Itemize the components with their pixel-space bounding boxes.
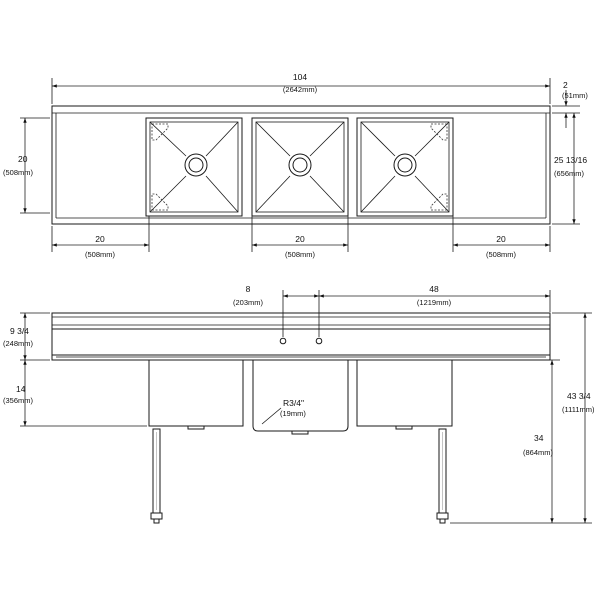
dim-overall-height-mm: (1111mm) <box>562 405 595 414</box>
dim-bowl-depth-in: 14 <box>16 384 26 394</box>
dim-bowl-depth-mm: (356mm) <box>3 396 34 405</box>
front-rim <box>51 355 551 361</box>
bowl-left-front <box>148 360 244 427</box>
faucet-hole-left <box>279 337 287 345</box>
dim-work-height-mm: (864mm) <box>523 448 554 457</box>
dim-bowl-width-in: 20 <box>295 234 305 244</box>
dim-backsplash-in: 2 <box>563 80 568 90</box>
dim-backsplash-mm: (51mm) <box>562 91 588 100</box>
front-view: 8 (203mm) 48 (1219mm) 9 3/4 (248mm) 14 (… <box>3 284 595 524</box>
dim-faucet-offset-mm: (1219mm) <box>417 298 452 307</box>
dim-right-drainboard-in: 20 <box>496 234 506 244</box>
drain-icon <box>288 153 312 177</box>
dim-right-drainboard-mm: (508mm) <box>486 250 517 259</box>
drain-icon <box>393 153 417 177</box>
sink-deck-front <box>51 328 551 356</box>
drain-outlet <box>187 425 205 430</box>
top-view-outline <box>51 105 551 225</box>
bowl-left-top <box>145 117 243 217</box>
backsplash-front <box>51 312 551 330</box>
dim-corner-radius-mm: (19mm) <box>280 409 306 418</box>
dim-overall-height-in: 43 3/4 <box>567 391 591 401</box>
bowl-middle-front <box>252 360 349 432</box>
dim-corner-radius-in: R3/4" <box>283 398 304 408</box>
faucet-hole-right <box>315 337 323 345</box>
dim-drainboard-depth-in: 20 <box>18 154 28 164</box>
dim-faucet-offset-in: 48 <box>429 284 439 294</box>
bowl-right-top <box>356 117 454 217</box>
dim-overall-length-in: 104 <box>293 72 307 82</box>
dim-left-drainboard-in: 20 <box>95 234 105 244</box>
dim-corner-radius-leader <box>261 407 282 425</box>
dim-overall-depth-in: 25 13/16 <box>554 155 587 165</box>
drain-icon <box>184 153 208 177</box>
top-view: 104 (2642mm) 2 (51mm) 25 13/16 (656mm) 2… <box>3 72 588 259</box>
dim-overall-depth-mm: (656mm) <box>554 169 585 178</box>
dim-splash-height-mm: (248mm) <box>3 339 34 348</box>
dim-faucet-spacing-in: 8 <box>246 284 251 294</box>
leg-right <box>436 428 449 524</box>
dim-faucet-spacing-mm: (203mm) <box>233 298 264 307</box>
leg-left <box>150 428 163 524</box>
drain-outlet <box>395 425 413 430</box>
bowl-middle-top <box>251 117 349 217</box>
bowl-right-front <box>356 360 453 427</box>
dim-overall-length-mm: (2642mm) <box>283 85 318 94</box>
dim-splash-height-in: 9 3/4 <box>10 326 29 336</box>
dim-left-drainboard-mm: (508mm) <box>85 250 116 259</box>
dim-drainboard-depth-mm: (508mm) <box>3 168 34 177</box>
drain-outlet <box>291 430 309 435</box>
dim-bowl-width-mm: (508mm) <box>285 250 316 259</box>
dim-work-height-in: 34 <box>534 433 544 443</box>
